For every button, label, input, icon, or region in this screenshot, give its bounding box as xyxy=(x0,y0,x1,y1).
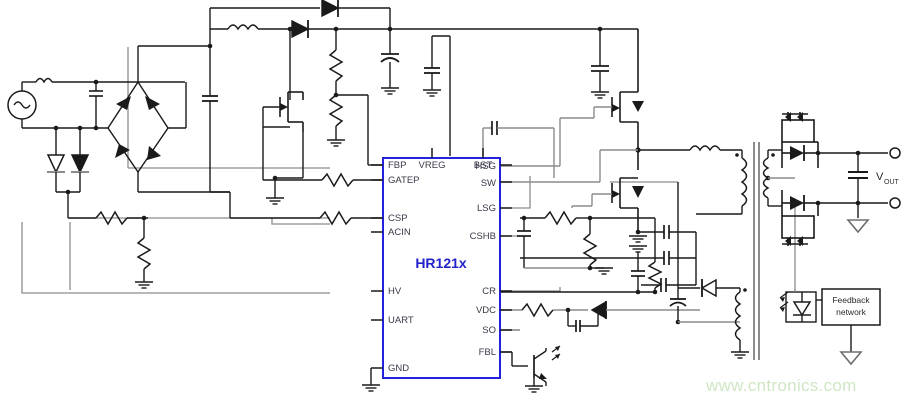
pin-label-hsg: HSG xyxy=(475,161,496,172)
pin-label-cshb: CSHB xyxy=(470,231,496,242)
sr-mosfet-lower xyxy=(768,190,819,246)
cshb-capacitor xyxy=(517,218,531,268)
pin-label-vreg: VREG xyxy=(419,160,446,171)
vreg-capacitor xyxy=(424,35,451,156)
so-resistor xyxy=(521,302,554,318)
pin-label-hv: HV xyxy=(388,286,402,297)
ground-symbol xyxy=(524,385,544,393)
pin-label-cr: CR xyxy=(482,286,496,297)
pin-label-uart: UART xyxy=(388,315,414,326)
pfc-feedback-divider xyxy=(328,26,383,166)
ground-symbol xyxy=(134,281,154,289)
cr-resistor xyxy=(647,258,663,292)
high-side-mosfet xyxy=(500,91,644,167)
acin-series-resistor xyxy=(95,210,128,226)
ic-pin-stubs xyxy=(371,148,512,369)
boost-diode xyxy=(291,19,390,39)
aux-winding xyxy=(734,288,747,352)
opto-led xyxy=(779,291,812,322)
pin-label-vdc: VDC xyxy=(476,305,496,316)
ac-input-section xyxy=(7,45,231,289)
vout-subscript: OUT xyxy=(884,179,900,186)
ground-symbol xyxy=(628,235,648,243)
resonant-inductor xyxy=(689,145,721,152)
output-capacitor xyxy=(848,153,868,203)
vcc-filter-capacitor xyxy=(669,288,687,322)
gnd-pin-wiring xyxy=(361,368,381,392)
acin-shunt-resistor xyxy=(136,218,152,282)
ground-symbol xyxy=(594,267,614,275)
ground-symbol xyxy=(265,197,285,205)
main-transformer xyxy=(696,142,795,360)
so-diode xyxy=(590,300,700,320)
pin-label-so: SO xyxy=(482,325,496,336)
pin-label-lsg: LSG xyxy=(477,203,496,214)
pin-label-gatep: GATEP xyxy=(388,175,420,186)
feedback-ground-symbol xyxy=(840,351,862,365)
vcc-rectifier-diode xyxy=(700,278,740,298)
ground-symbol xyxy=(380,87,400,95)
ic-pin-labels: FBP GATEP CSP ACIN HV UART GND VREG BST … xyxy=(388,160,496,374)
pin-label-sw: SW xyxy=(481,178,496,189)
low-side-mosfet xyxy=(571,177,644,209)
ic-hr121x[interactable]: HR121x xyxy=(382,157,501,379)
line-inductor xyxy=(35,77,53,84)
hv-sense-diodes xyxy=(46,128,90,218)
cshb-resistor-shunt xyxy=(582,218,598,268)
bypass-diode xyxy=(321,0,390,18)
feedback-block-text: Feedback network xyxy=(832,295,870,317)
pin-label-fbp: FBP xyxy=(388,160,406,171)
pfc-boost-section xyxy=(202,0,600,226)
pin-label-gnd: GND xyxy=(388,363,409,374)
gate-resistor xyxy=(321,172,354,188)
synchronous-rectifier-section xyxy=(768,112,858,246)
vout-main: V xyxy=(876,171,884,183)
input-bulk-capacitor xyxy=(202,84,218,192)
pfc-mosfet xyxy=(262,26,304,142)
cshb-resistor-series xyxy=(544,210,577,226)
output-terminal-positive xyxy=(889,147,901,159)
boost-inductor xyxy=(227,24,259,31)
feedback-network-block xyxy=(779,288,881,365)
pin-label-csp: CSP xyxy=(388,213,408,224)
ground-symbol xyxy=(422,89,442,97)
x-capacitor xyxy=(89,82,103,128)
ic-part-label: HR121x xyxy=(415,255,467,271)
dc-link-capacitor xyxy=(591,56,609,92)
pin-label-fbl: FBL xyxy=(479,347,496,358)
vout-label: V OUT xyxy=(876,171,900,186)
ground-symbol xyxy=(590,91,610,99)
output-ground-symbol xyxy=(847,219,869,233)
cr-capacitor xyxy=(631,258,645,292)
ground-symbol xyxy=(730,351,750,359)
pin-label-bst: BST xyxy=(474,160,493,171)
output-section xyxy=(847,147,901,233)
half-bridge-section xyxy=(500,26,742,243)
ground-symbol xyxy=(628,245,648,253)
output-terminal-negative xyxy=(889,197,901,209)
feedback-label-line1: Feedback xyxy=(832,295,870,305)
feedback-label-line2: network xyxy=(836,307,867,317)
pin-label-acin: ACIN xyxy=(388,227,411,238)
bootstrap-capacitor xyxy=(482,121,555,178)
optocoupler-receiver xyxy=(500,345,561,393)
csp-resistor xyxy=(319,210,352,226)
watermark: www.cntronics.com xyxy=(706,376,857,395)
secondary-winding xyxy=(762,150,795,206)
sr-mosfet-upper xyxy=(768,112,819,168)
cshb-network xyxy=(500,210,697,295)
pfc-bulk-capacitor xyxy=(380,29,400,88)
ground-symbol xyxy=(326,139,346,147)
bridge-rectifier xyxy=(107,56,187,192)
